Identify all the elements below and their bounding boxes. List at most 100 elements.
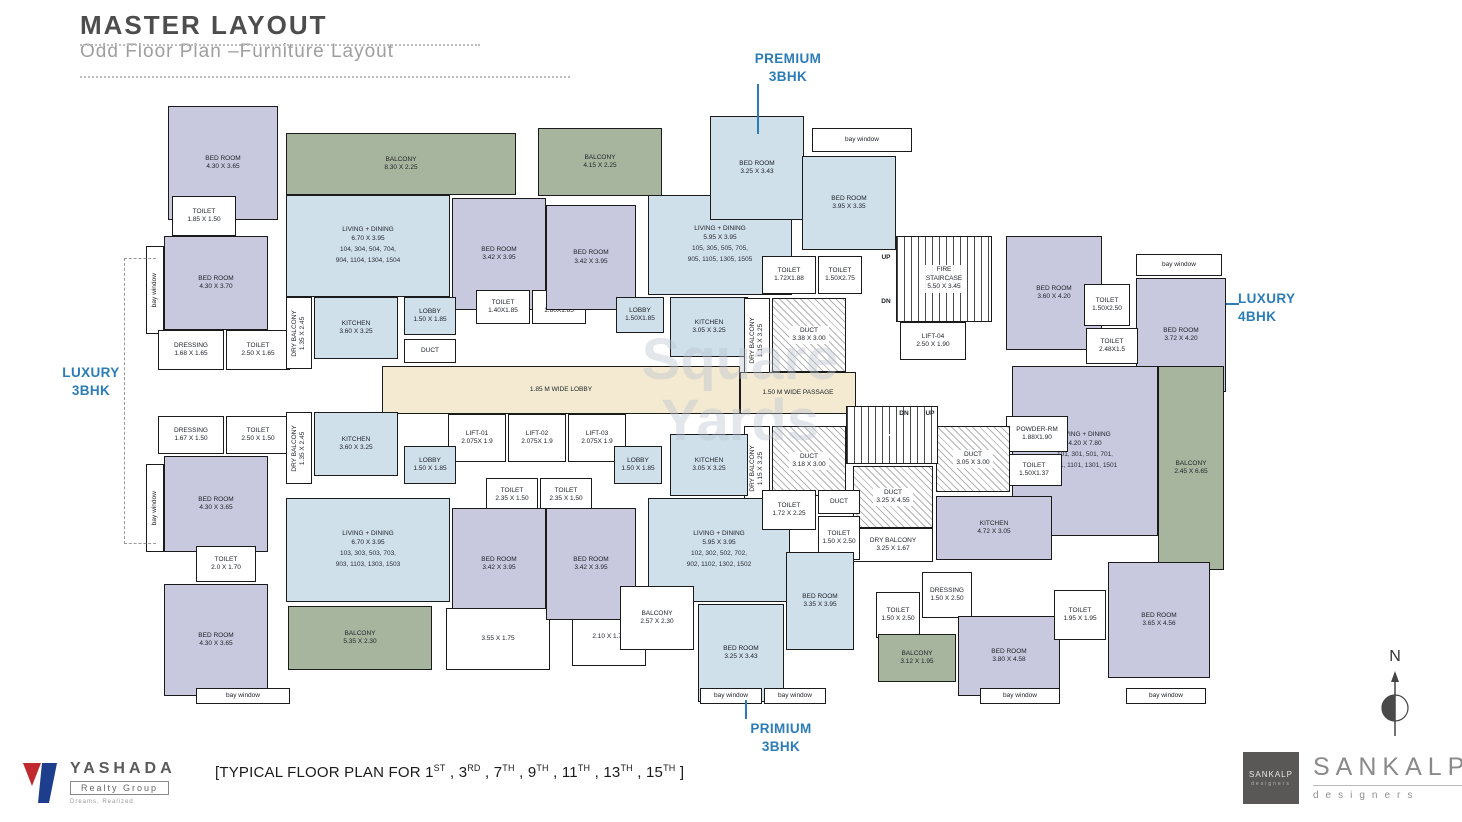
bay-window-bottom-4: bay window <box>1126 688 1206 704</box>
callout-line2: 3BHK <box>71 383 111 399</box>
bay-window-bottom-3: bay window <box>980 688 1060 704</box>
bay-window-right: bay window <box>1136 254 1222 276</box>
stair-up-label-center: UP <box>925 409 935 417</box>
bay-window-bottom-left: bay window <box>196 688 290 704</box>
sankalp-logo-subtitle: designers <box>1251 780 1291 787</box>
luxury-3bhk-bracket <box>124 258 156 544</box>
yashada-tagline: Dreams, Realized <box>70 799 134 805</box>
callout-leader-right <box>1226 303 1239 305</box>
callout-leader-top <box>757 84 759 134</box>
yashada-brand: YASHADA Realty Group Dreams, Realized <box>20 760 176 806</box>
callout-line1: PRIMIUM <box>750 721 812 736</box>
balcony-bottom-a: 3.55 X 1.75 <box>446 608 550 670</box>
compass-needle-icon <box>1381 671 1409 736</box>
callout-line1: LUXURY <box>1238 291 1296 306</box>
bay-window-left-top: bay window <box>146 246 164 334</box>
dotted-divider-subtitle <box>80 76 570 78</box>
bay-window-left-bottom: bay window <box>146 464 164 552</box>
sankalp-subtitle: designers <box>1313 785 1462 801</box>
callout-luxury-4bhk: LUXURY 4BHK <box>1238 290 1302 326</box>
page-title: MASTER LAYOUT <box>80 10 328 40</box>
corridor-passage: 1.50 M WIDE PASSAGE <box>740 372 856 414</box>
callout-luxury-3bhk: LUXURY 3BHK <box>58 364 124 400</box>
callout-line2: 3BHK <box>768 69 808 85</box>
north-label: N <box>1389 648 1401 665</box>
dotted-divider-title <box>80 44 480 46</box>
duct-102: DUCT <box>818 490 860 514</box>
callout-line1: PREMIUM <box>754 51 822 66</box>
stair-up-label-top: UP <box>881 253 891 261</box>
bay-window-bottom-2: bay window <box>764 688 826 704</box>
page-subtitle: Odd Floor Plan –Furniture Layout <box>80 41 394 62</box>
callout-primium-3bhk-bottom: PRIMIUM 3BHK <box>735 720 827 756</box>
callout-premium-3bhk-top: PREMIUM 3BHK <box>742 50 834 86</box>
callout-line2: 4BHK <box>1238 309 1277 325</box>
callout-leader-bottom <box>745 700 747 719</box>
stair-dn-label-top: DN <box>881 297 891 305</box>
yashada-name: YASHADA <box>70 760 176 777</box>
typical-floor-text: [TYPICAL FLOOR PLAN FOR 1ST , 3RD , 7TH … <box>215 763 685 781</box>
yashada-subtitle: Realty Group <box>70 781 170 795</box>
callout-line1: LUXURY <box>62 365 120 380</box>
bay-window-bottom-1: bay window <box>700 688 762 704</box>
sankalp-logo: SANKALP designers <box>1243 752 1299 804</box>
sankalp-brand: SANKALP designers SANKALP designers <box>1243 752 1462 804</box>
stair-dn-label-center: DN <box>899 409 909 417</box>
yashada-logo-icon <box>23 763 57 803</box>
bay-window-top-right: bay window <box>812 128 912 152</box>
corridor-lobby: 1.85 M WIDE LOBBY <box>382 366 740 414</box>
sankalp-logo-name: SANKALP <box>1249 769 1293 779</box>
north-compass: N <box>1372 648 1418 745</box>
duct-104: DUCT <box>404 339 456 363</box>
staircase-center <box>846 406 938 464</box>
